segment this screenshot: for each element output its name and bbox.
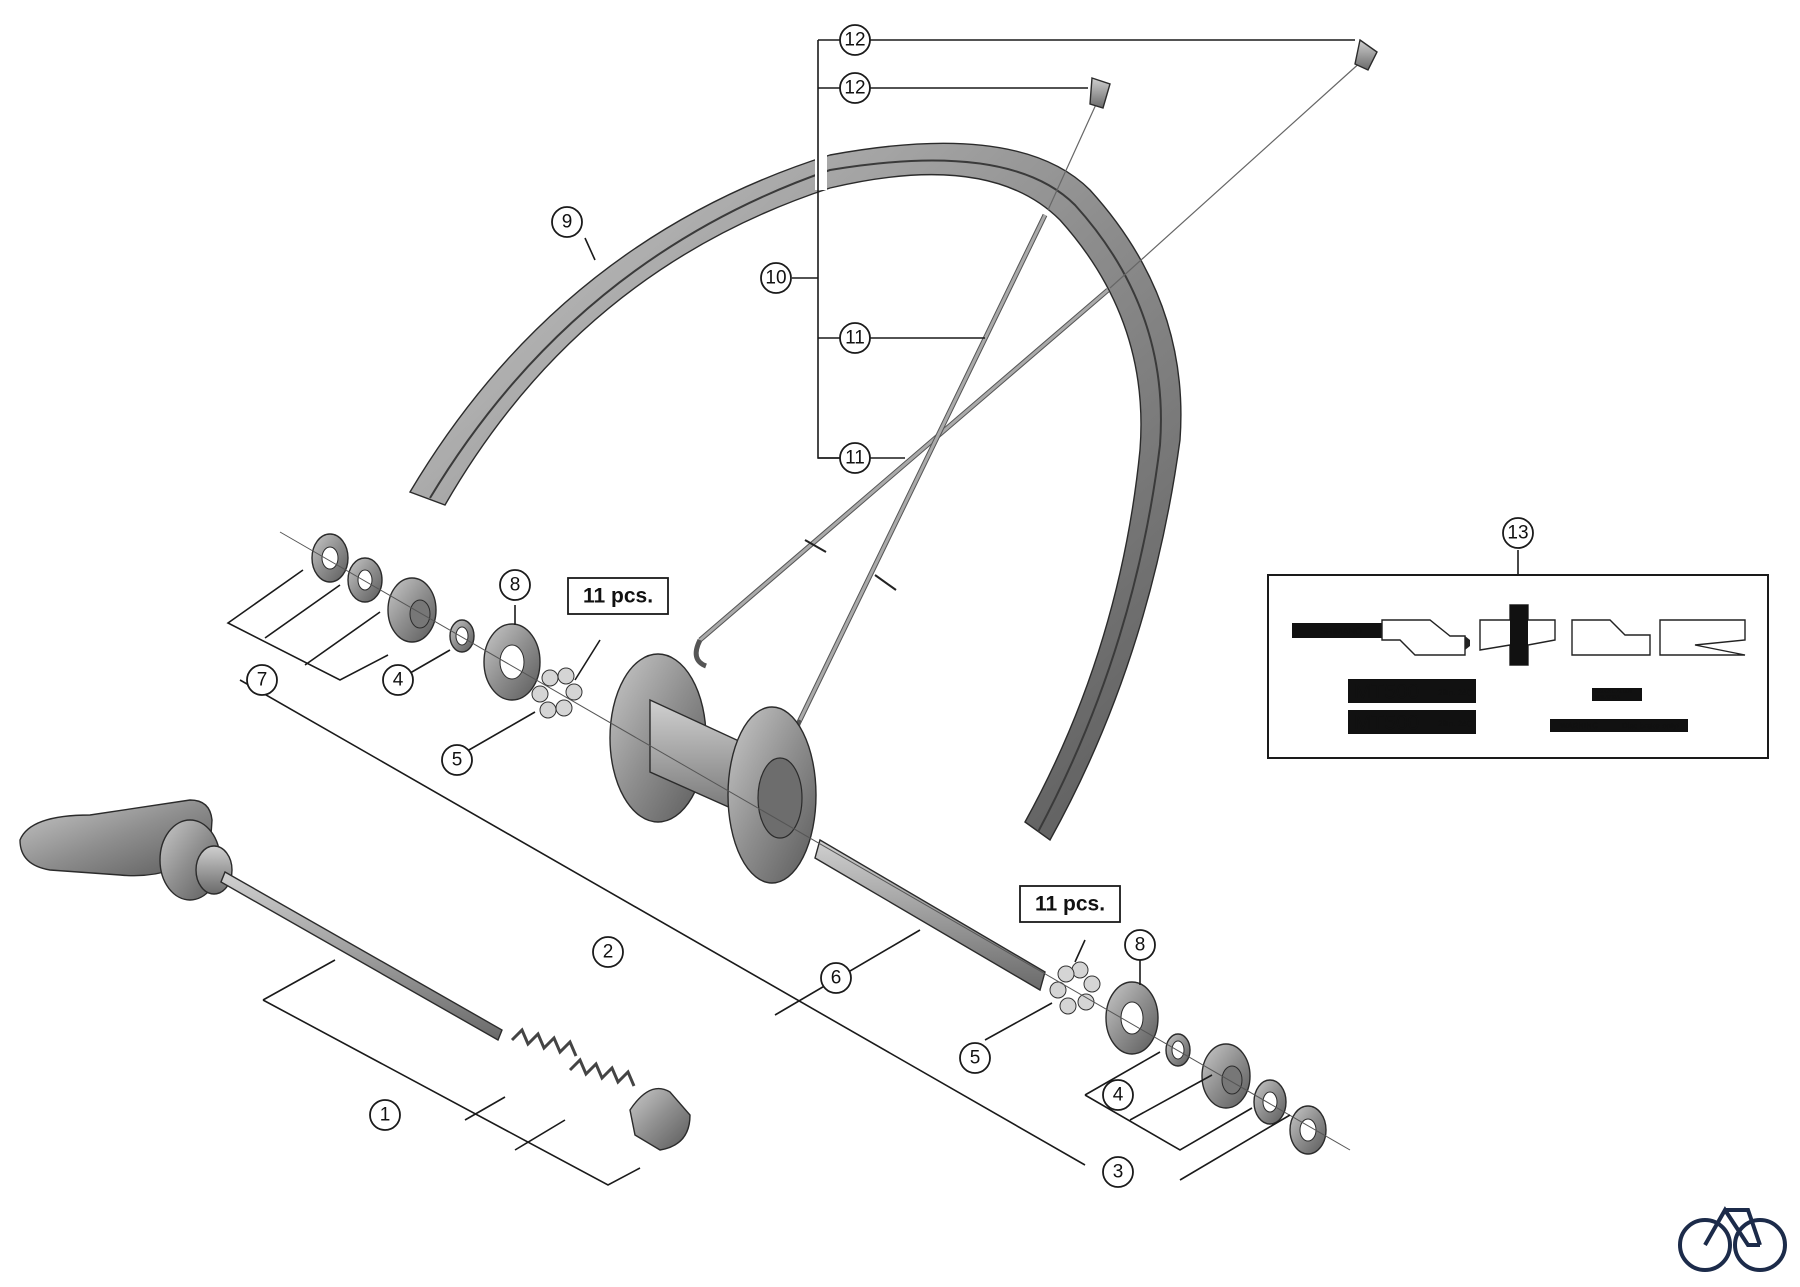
svg-text:6: 6 <box>831 968 842 989</box>
callout-1: 1 <box>369 1099 401 1131</box>
svg-text:12: 12 <box>844 78 865 99</box>
svg-text:1: 1 <box>380 1105 391 1126</box>
svg-text:MT500: MT500 <box>1354 712 1419 735</box>
decal-sheet: SHIMANO MT500 29in. 24C MT500 29in. 24C … <box>1267 574 1769 759</box>
right-seal-ring <box>1165 1033 1191 1067</box>
svg-text:3: 3 <box>1113 1162 1124 1183</box>
svg-text:29in. 24C: 29in. 24C <box>1438 689 1472 698</box>
svg-text:12: 12 <box>844 30 865 51</box>
right-washer <box>1253 1079 1287 1125</box>
svg-text:2: 2 <box>603 942 614 963</box>
svg-text:11: 11 <box>845 328 865 349</box>
spoke-nipple-lower <box>1089 77 1111 109</box>
svg-text:622×24C ALLOY: 622×24C ALLOY <box>1595 689 1633 695</box>
right-cone <box>1201 1043 1251 1109</box>
callout-2: 2 <box>592 936 624 968</box>
svg-text:11 pcs.: 11 pcs. <box>583 585 653 608</box>
svg-text:5: 5 <box>452 750 463 771</box>
quick-release-lever <box>19 799 233 901</box>
callout-13: 13 <box>1502 517 1534 549</box>
skewer-spring-1 <box>510 1027 578 1057</box>
leader-lines <box>226 39 1519 1186</box>
svg-text:10: 10 <box>765 268 786 289</box>
quick-release-skewer <box>220 870 503 1042</box>
left-washer <box>347 557 383 603</box>
callout-4-right: 4 <box>1102 1079 1134 1111</box>
callout-11-upper: 11 <box>839 322 871 354</box>
bicycle-logo-icon <box>1678 1206 1787 1272</box>
svg-text:5: 5 <box>970 1048 981 1069</box>
left-seal-ring <box>449 619 475 653</box>
callout-5-right: 5 <box>959 1042 991 1074</box>
left-lock-nut <box>311 533 349 583</box>
callout-8-left: 8 <box>499 569 531 601</box>
quantity-label-right: 11 pcs. <box>1019 885 1121 923</box>
callout-3: 3 <box>1102 1156 1134 1188</box>
callout-12-upper: 12 <box>839 24 871 56</box>
svg-text:29in. 24C: 29in. 24C <box>1438 720 1472 729</box>
callout-5-left: 5 <box>441 744 473 776</box>
svg-text:11 pcs.: 11 pcs. <box>1035 893 1105 916</box>
callout-8-right: 8 <box>1124 929 1156 961</box>
right-ball-bearings <box>1049 961 1101 1015</box>
axle-axis-line <box>279 531 1351 1151</box>
quantity-label-left: 11 pcs. <box>567 577 669 615</box>
left-cone <box>387 577 437 643</box>
model-decal-2 <box>1348 710 1476 734</box>
svg-text:WARNING: WARNING <box>1560 722 1598 731</box>
svg-text:7: 7 <box>257 670 268 691</box>
callout-10: 10 <box>760 262 792 294</box>
svg-text:Disc brake only!: Disc brake only! <box>1622 722 1679 731</box>
right-lock-nut <box>1289 1105 1327 1155</box>
hub-axle <box>814 838 1046 992</box>
left-ball-bearings <box>531 667 583 719</box>
hub-body <box>609 653 1046 992</box>
svg-text:MALAYSIA: MALAYSIA <box>1595 695 1620 701</box>
skewer-spring-2 <box>568 1057 636 1087</box>
model-decal-1 <box>1348 679 1476 703</box>
svg-text:8: 8 <box>510 575 521 596</box>
spokes <box>693 59 1364 743</box>
warning-decal <box>1550 719 1688 732</box>
svg-text:11: 11 <box>845 448 865 469</box>
callout-4-left: 4 <box>382 664 414 696</box>
svg-text:SHIMANO: SHIMANO <box>1320 626 1362 636</box>
spoke-nipple-upper <box>1354 38 1378 71</box>
skewer-nut <box>629 1087 691 1151</box>
svg-text:9: 9 <box>562 212 573 233</box>
rim-gap <box>815 110 827 190</box>
callout-6: 6 <box>820 962 852 994</box>
svg-text:13: 13 <box>1507 523 1528 544</box>
right-dust-cap <box>1105 981 1159 1055</box>
callout-12-lower: 12 <box>839 72 871 104</box>
svg-text:4: 4 <box>393 670 404 691</box>
svg-text:MT500: MT500 <box>1354 681 1419 704</box>
callout-7: 7 <box>246 664 278 696</box>
left-dust-cap <box>483 623 541 701</box>
callout-9: 9 <box>551 206 583 238</box>
rim-spec-decal <box>1592 688 1642 701</box>
callout-11-lower: 11 <box>839 442 871 474</box>
rim <box>408 110 1182 842</box>
svg-text:4: 4 <box>1113 1085 1124 1106</box>
svg-text:8: 8 <box>1135 935 1146 956</box>
shimano-decal <box>1292 623 1390 638</box>
